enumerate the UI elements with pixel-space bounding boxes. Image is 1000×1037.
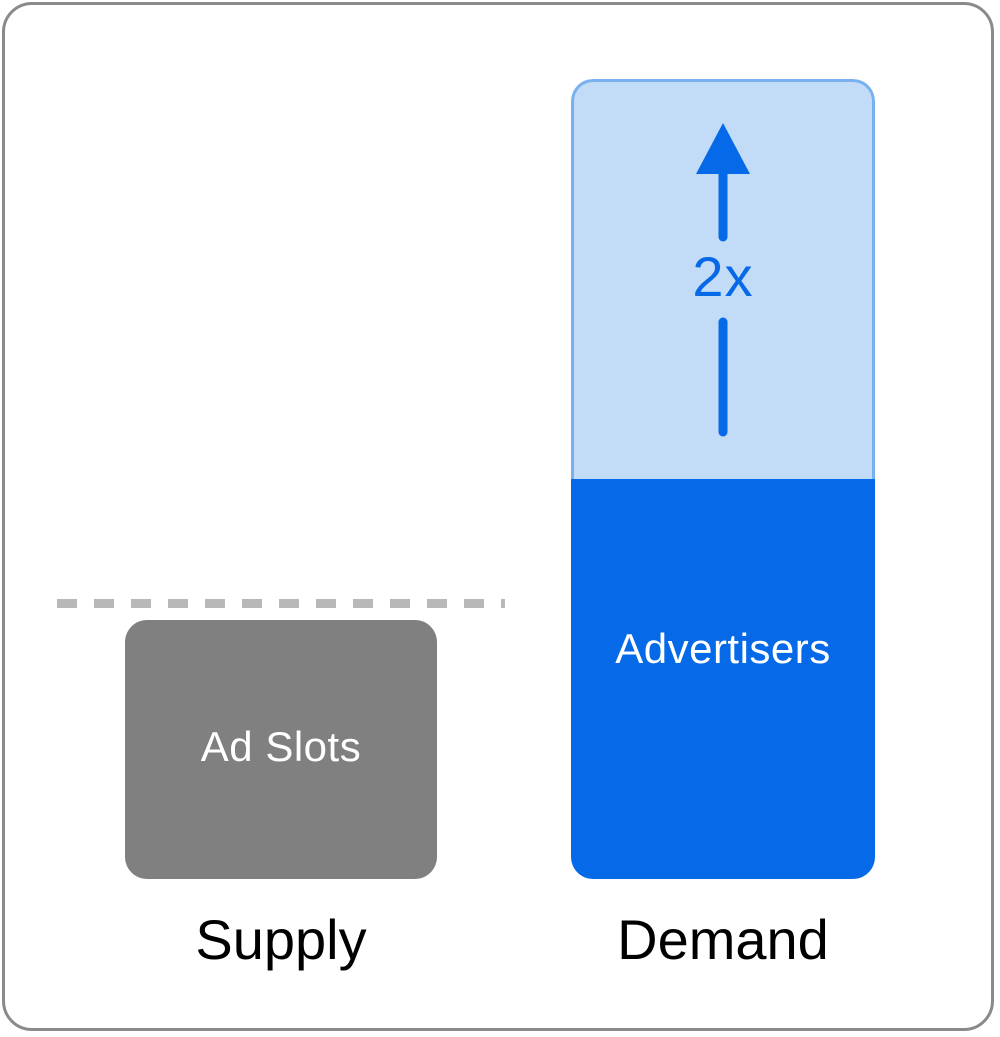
supply-axis-label: Supply [195, 908, 367, 971]
supply-box: Ad Slots [125, 620, 437, 879]
demand-base-box: Advertisers [571, 479, 875, 879]
supply-box-label: Ad Slots [200, 722, 362, 770]
demand-axis-label: Demand [617, 908, 829, 971]
demand-column: 2x Advertisers [571, 79, 875, 879]
up-arrow-icon [696, 123, 750, 437]
supply-level-dashed-line [57, 599, 505, 608]
demand-multiplier-label: 2x [692, 245, 754, 308]
demand-box-label: Advertisers [615, 625, 831, 672]
